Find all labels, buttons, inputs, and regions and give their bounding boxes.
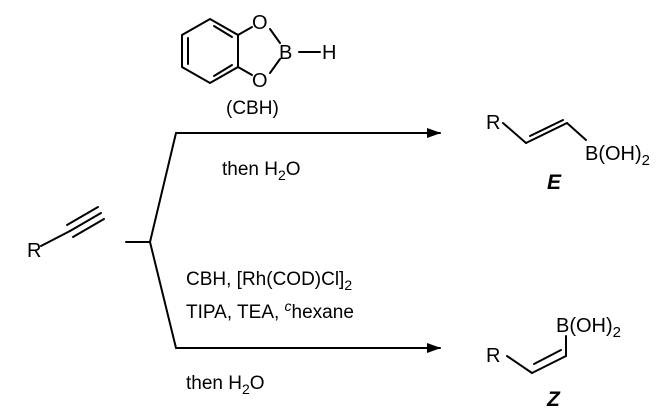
- oxygen-bottom-label: O: [252, 70, 268, 92]
- triple-bond-upper: [66, 206, 99, 226]
- branching-arrows: [125, 128, 441, 353]
- branch-lower-line: [149, 241, 177, 349]
- aromatic-double-bond: [213, 64, 233, 77]
- product-z-r-label: R: [486, 345, 500, 367]
- hydrogen-label: H: [322, 42, 336, 64]
- product-e-label: E: [547, 171, 562, 194]
- cbh-label: (CBH): [226, 98, 279, 119]
- c-r-bond: [506, 355, 533, 374]
- c-c-double-bond: [525, 122, 568, 144]
- product-z-label: Z: [546, 388, 561, 411]
- o-b-bond: [269, 28, 281, 44]
- product-e-r-label: R: [486, 112, 500, 134]
- product-z-boronic-acid: B(OH)2: [556, 315, 621, 341]
- lower-condition-line1: CBH, [Rh(COD)Cl]2: [186, 269, 352, 293]
- upper-condition: then H2O: [222, 159, 301, 183]
- o-b-bond: [269, 58, 281, 74]
- c-o-bond: [237, 66, 253, 76]
- lower-condition-line3: then H2O: [186, 373, 265, 397]
- oxygen-top-label: O: [252, 12, 268, 34]
- product-z: B(OH)2 R Z: [486, 315, 621, 411]
- r-c-bond: [40, 230, 71, 247]
- triple-bond-center: [69, 212, 102, 232]
- product-e: R B(OH)2 E: [486, 112, 650, 194]
- c-o-bond: [237, 26, 253, 36]
- alkyne-r-label: R: [27, 240, 41, 262]
- terminal-alkyne: R: [27, 206, 105, 262]
- branch-upper-line: [149, 132, 177, 243]
- aromatic-double-bond: [213, 25, 233, 38]
- boron-label: B: [279, 42, 292, 64]
- c-c-double-bond-inner: [529, 119, 564, 137]
- triple-bond-lower: [72, 218, 105, 238]
- c-b-bond: [566, 122, 587, 141]
- c-c-double-bond: [531, 355, 567, 374]
- lower-condition-line2: TIPA, TEA, chexane: [186, 298, 354, 323]
- r-c-bond: [502, 122, 527, 144]
- c-c-double-bond-inner: [533, 349, 562, 365]
- benzene-ring: [181, 17, 239, 85]
- product-e-boronic-acid: B(OH)2: [585, 143, 650, 169]
- catecholborane-structure: O O B H (CBH): [181, 12, 336, 119]
